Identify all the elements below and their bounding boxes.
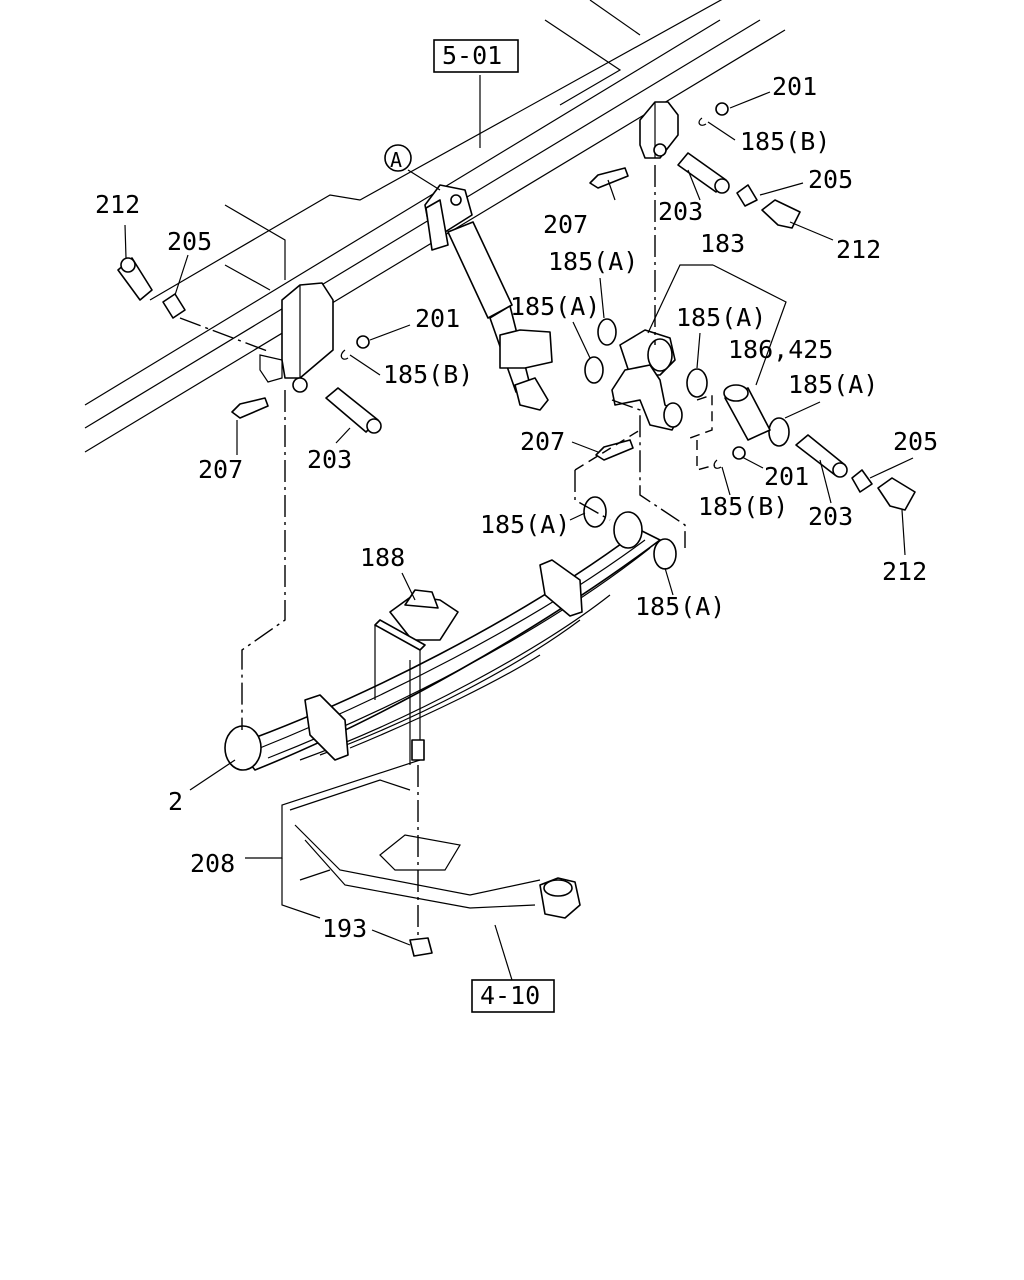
callout-201-top: 201 (772, 72, 817, 101)
spring-pins (325, 152, 848, 478)
callout-185a-1: 185(A) (548, 247, 638, 276)
callout-183: 183 (700, 229, 745, 258)
callout-205-top: 205 (808, 165, 853, 194)
callout-203-right: 203 (808, 502, 853, 531)
callout-207-left: 207 (198, 455, 243, 484)
callout-185b-right: 185(B) (698, 492, 788, 521)
callout-207-mid: 207 (520, 427, 565, 456)
callout-188: 188 (360, 543, 405, 572)
alignment-lines (179, 165, 716, 935)
leader-lines (124, 75, 914, 981)
callout-208: 208 (190, 849, 235, 878)
callout-labels: 201 185(B) 205 207 203 212 183 185(A) 18… (95, 72, 938, 943)
grease-fittings-and-nuts (117, 102, 916, 511)
callout-185a-4: 185(A) (788, 370, 878, 399)
detail-marker: A (384, 144, 412, 172)
callout-207-top: 207 (543, 210, 588, 239)
callout-205-left: 205 (167, 227, 212, 256)
spacer-and-u-bolt (374, 589, 459, 765)
detail-marker-text: A (390, 148, 402, 172)
callout-201-left: 201 (415, 304, 460, 333)
ref-box-axle: 4-10 (471, 979, 555, 1013)
callout-212-right: 212 (882, 557, 927, 586)
callout-185b-left: 185(B) (383, 360, 473, 389)
callout-2: 2 (168, 787, 183, 816)
ref-box-frame: 5-01 (433, 39, 519, 73)
front-hanger-bracket (259, 282, 334, 393)
rear-hanger-bracket (639, 101, 679, 159)
callout-185a-6: 185(A) (635, 592, 725, 621)
callout-203-top: 203 (658, 197, 703, 226)
bushing (723, 384, 771, 441)
callout-212-right-top: 212 (836, 235, 881, 264)
ref-frame-text: 5-01 (442, 41, 502, 70)
shock-absorber (424, 184, 553, 411)
leaf-spring (224, 511, 661, 771)
callout-185a-2: 185(A) (510, 292, 600, 321)
shackle-assembly (611, 329, 683, 431)
callout-185a-5: 185(A) (480, 510, 570, 539)
callout-193: 193 (322, 914, 367, 943)
callout-203-left: 203 (307, 445, 352, 474)
callout-212-left: 212 (95, 190, 140, 219)
bolts (231, 167, 634, 461)
callout-185a-3: 185(A) (676, 303, 766, 332)
axle-housing (289, 779, 581, 957)
callout-205-right: 205 (893, 427, 938, 456)
callout-186-425: 186,425 (728, 335, 833, 364)
callout-201-right: 201 (764, 462, 809, 491)
callout-185b-top: 185(B) (740, 127, 830, 156)
ref-axle-text: 4-10 (480, 981, 540, 1010)
